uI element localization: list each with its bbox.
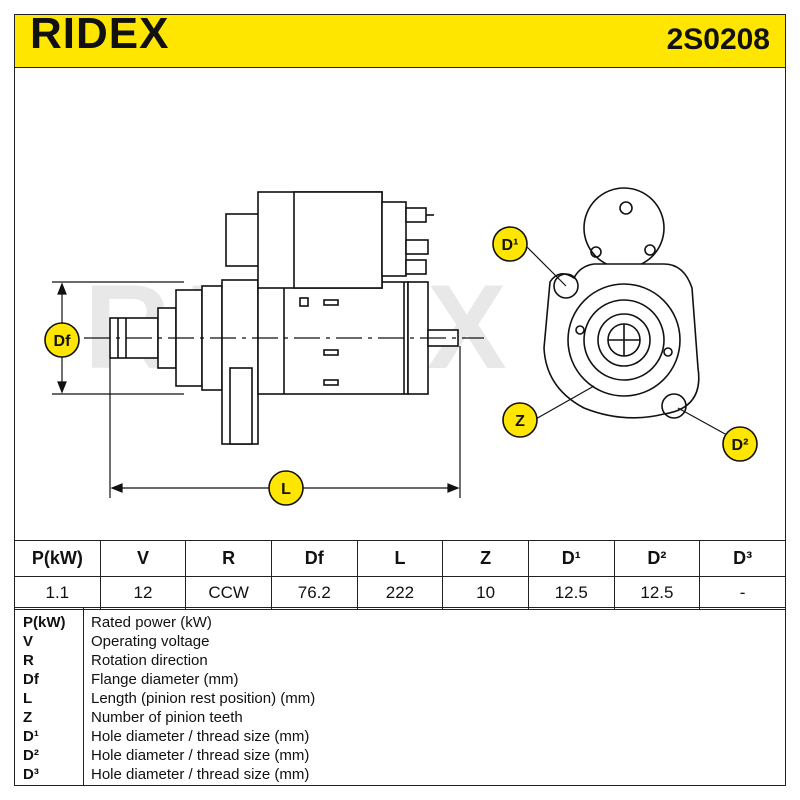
spec-header-cell: R	[185, 540, 272, 577]
spec-value-cell: 12.5	[613, 576, 701, 610]
legend-desc: Rotation direction	[91, 652, 208, 669]
legend-key: D³	[23, 766, 39, 783]
legend: P(kW) Rated power (kW) V Operating volta…	[14, 607, 786, 786]
legend-desc: Operating voltage	[91, 633, 210, 650]
badge-l-label: L	[281, 481, 291, 498]
brand-logo: RIDEX	[30, 9, 170, 58]
badge-d1-label: D¹	[502, 237, 519, 254]
badge-df-label: Df	[54, 333, 72, 350]
spec-header-cell: D²	[613, 540, 701, 577]
badge-z: Z	[502, 402, 538, 438]
part-number: 2S0208	[666, 23, 770, 56]
legend-key: R	[23, 652, 34, 669]
legend-desc: Rated power (kW)	[91, 614, 212, 631]
spec-value-cell: 12.5	[527, 576, 615, 610]
badge-d2-label: D²	[732, 437, 749, 454]
legend-divider	[83, 608, 84, 785]
spec-table-header-row: P(kW) V R Df L Z D¹ D² D³	[14, 540, 786, 577]
legend-desc: Length (pinion rest position) (mm)	[91, 690, 316, 707]
starter-side-view	[109, 191, 459, 445]
spec-header-cell: P(kW)	[14, 540, 101, 577]
spec-value-cell: 12	[99, 576, 187, 610]
legend-desc: Number of pinion teeth	[91, 709, 243, 726]
legend-key: P(kW)	[23, 614, 66, 631]
spec-value-cell: 1.1	[14, 576, 101, 610]
badge-d2: D²	[722, 426, 758, 462]
legend-desc: Hole diameter / thread size (mm)	[91, 728, 310, 745]
legend-key: D²	[23, 747, 39, 764]
legend-key: Z	[23, 709, 33, 726]
spec-header-cell: V	[99, 540, 187, 577]
spec-header-cell: D³	[699, 540, 786, 577]
legend-desc: Hole diameter / thread size (mm)	[91, 747, 310, 764]
spec-value-cell: 222	[356, 576, 444, 610]
spec-value-cell: 10	[442, 576, 529, 610]
brand-logo-text: RIDEX	[30, 9, 170, 58]
legend-key: L	[23, 690, 33, 707]
spec-header-cell: Df	[270, 540, 358, 577]
legend-key: D¹	[23, 728, 39, 745]
badge-z-label: Z	[515, 413, 525, 430]
badge-d1: D¹	[492, 226, 528, 262]
technical-drawing: RIDEX	[44, 187, 758, 506]
spec-header-cell: L	[356, 540, 444, 577]
legend-desc: Flange diameter (mm)	[91, 671, 239, 688]
legend-desc: Hole diameter / thread size (mm)	[91, 766, 310, 783]
spec-table-value-row: 1.1 12 CCW 76.2 222 10 12.5 12.5 -	[14, 576, 786, 610]
spec-value-cell: 76.2	[270, 576, 358, 610]
spec-value-cell: -	[699, 576, 786, 610]
spec-table: P(kW) V R Df L Z D¹ D² D³ 1.1 12 CCW 76.…	[14, 540, 786, 610]
spec-header-cell: Z	[442, 540, 529, 577]
starter-front-view	[543, 187, 700, 419]
spec-header-cell: D¹	[527, 540, 615, 577]
legend-key: V	[23, 633, 34, 650]
header-bar	[14, 14, 786, 68]
badge-df: Df	[44, 322, 80, 358]
badge-l: L	[268, 470, 304, 506]
spec-value-cell: CCW	[185, 576, 272, 610]
legend-key: Df	[23, 671, 39, 688]
